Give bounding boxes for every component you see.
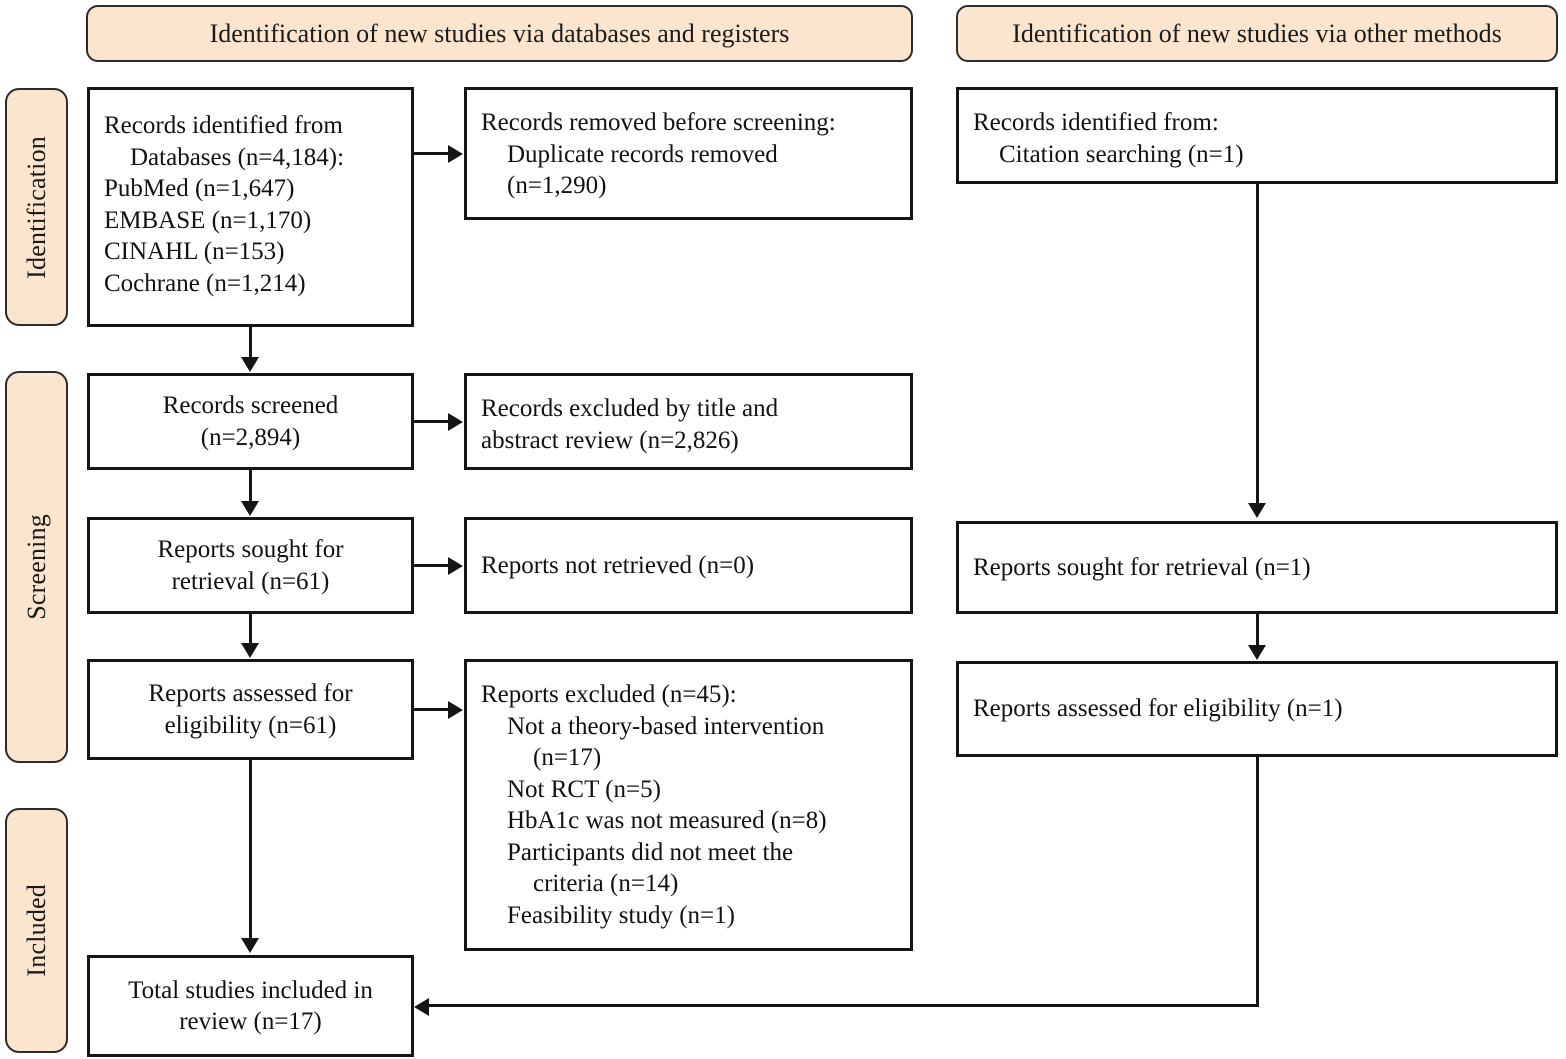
records-screened-line-2: (n=2,894) <box>200 423 301 451</box>
stage-label-identification: Identification <box>21 135 51 279</box>
records-removed-line-3: (n=1,290) <box>507 172 607 199</box>
connector-identified-to-duplicates <box>414 152 450 155</box>
connector-other-assessed-down <box>1256 757 1259 1007</box>
node-records-screened: Records screened (n=2,894) <box>87 373 414 470</box>
total-included-line-1: Total studies included in <box>128 976 373 1004</box>
reports-sought-line-1: Reports sought for <box>157 536 344 563</box>
stage-rail-included: Included <box>5 808 68 1053</box>
records-identified-line-3: PubMed (n=1,647) <box>104 175 295 202</box>
connector-citation-to-other-sought <box>1256 184 1259 504</box>
arrowhead-identified-to-duplicates <box>448 145 463 163</box>
banner-databases-and-registers: Identification of new studies via databa… <box>86 5 913 62</box>
reports-assessed-line-2: eligibility (n=61) <box>164 711 337 739</box>
arrowhead-sought-to-not-retrieved <box>448 557 463 575</box>
reports-assessed-line-1: Reports assessed for <box>148 680 353 707</box>
reports-excluded-line-6: Participants did not meet the <box>507 838 794 866</box>
records-identified-line-5: CINAHL (n=153) <box>104 238 285 265</box>
arrowhead-assessed-to-excluded <box>448 701 463 719</box>
reports-excluded-line-8: Feasibility study (n=1) <box>507 901 735 929</box>
other-records-identified-line-1: Records identified from: <box>973 109 1219 136</box>
reports-excluded-line-3: (n=17) <box>533 744 602 771</box>
reports-excluded-line-4: Not RCT (n=5) <box>507 775 661 803</box>
records-screened-line-1: Records screened <box>162 392 339 419</box>
records-identified-line-6: Cochrane (n=1,214) <box>104 269 306 297</box>
banner-databases-label: Identification of new studies via databa… <box>209 18 790 48</box>
connector-assessed-to-excluded <box>414 708 450 711</box>
reports-excluded-line-7: criteria (n=14) <box>533 870 679 897</box>
arrowhead-sought-to-assessed <box>241 643 259 658</box>
node-records-removed-before-screening: Records removed before screening: Duplic… <box>464 87 913 220</box>
connector-sought-to-not-retrieved <box>414 564 450 567</box>
reports-not-retrieved-line-1: Reports not retrieved (n=0) <box>481 551 755 579</box>
arrowhead-identified-to-screened <box>241 357 259 372</box>
records-identified-line-4: EMBASE (n=1,170) <box>104 206 312 234</box>
connector-screened-to-sought <box>249 470 252 503</box>
records-removed-line-1: Records removed before screening: <box>481 109 836 136</box>
reports-excluded-line-5: HbA1c was not measured (n=8) <box>507 807 827 834</box>
connector-other-assessed-to-total <box>428 1004 1259 1007</box>
connector-assessed-to-total <box>249 760 252 940</box>
banner-other-methods-label: Identification of new studies via other … <box>1012 18 1502 48</box>
node-total-studies-included: Total studies included in review (n=17) <box>87 955 414 1057</box>
connector-screened-to-excluded <box>414 420 450 423</box>
arrowhead-screened-to-excluded <box>448 413 463 431</box>
stage-rail-identification: Identification <box>5 88 68 326</box>
node-reports-not-retrieved: Reports not retrieved (n=0) <box>464 517 913 614</box>
node-other-reports-assessed-eligibility: Reports assessed for eligibility (n=1) <box>956 661 1558 757</box>
arrowhead-citation-to-other-sought <box>1248 503 1266 518</box>
banner-other-methods: Identification of new studies via other … <box>956 5 1558 62</box>
node-records-identified-other-methods: Records identified from: Citation search… <box>956 87 1558 184</box>
arrowhead-assessed-to-total <box>241 938 259 953</box>
node-reports-sought-retrieval: Reports sought for retrieval (n=61) <box>87 517 414 614</box>
node-records-excluded-title-abstract: Records excluded by title and abstract r… <box>464 373 913 470</box>
reports-sought-line-2: retrieval (n=61) <box>171 567 330 595</box>
arrowhead-screened-to-sought <box>241 501 259 516</box>
connector-sought-to-assessed <box>249 614 252 644</box>
node-records-identified-databases: Records identified from Databases (n=4,1… <box>87 87 414 327</box>
node-reports-excluded-reasons: Reports excluded (n=45): Not a theory-ba… <box>464 659 913 951</box>
records-removed-line-2: Duplicate records removed <box>507 140 778 168</box>
records-excluded-line-1: Records excluded by title and <box>481 395 779 422</box>
records-identified-line-2: Databases (n=4,184): <box>130 143 345 171</box>
connector-identified-to-screened <box>249 327 252 359</box>
reports-excluded-line-2: Not a theory-based intervention <box>507 712 825 740</box>
other-records-identified-line-2: Citation searching (n=1) <box>999 140 1244 168</box>
stage-label-included: Included <box>21 884 51 977</box>
other-reports-assessed-line-1: Reports assessed for eligibility (n=1) <box>973 695 1343 723</box>
total-included-line-2: review (n=17) <box>179 1008 322 1035</box>
records-excluded-line-2: abstract review (n=2,826) <box>481 426 739 454</box>
node-reports-assessed-eligibility: Reports assessed for eligibility (n=61) <box>87 659 414 760</box>
stage-label-screening: Screening <box>21 514 51 620</box>
other-reports-sought-line-1: Reports sought for retrieval (n=1) <box>973 553 1311 581</box>
arrowhead-other-sought-to-other-assessed <box>1248 645 1266 660</box>
node-other-reports-sought-retrieval: Reports sought for retrieval (n=1) <box>956 521 1558 614</box>
stage-rail-screening: Screening <box>5 371 68 763</box>
arrowhead-other-assessed-to-total <box>414 998 429 1016</box>
connector-other-sought-to-other-assessed <box>1256 614 1259 646</box>
reports-excluded-line-1: Reports excluded (n=45): <box>481 681 737 708</box>
records-identified-line-1: Records identified from <box>104 112 343 139</box>
